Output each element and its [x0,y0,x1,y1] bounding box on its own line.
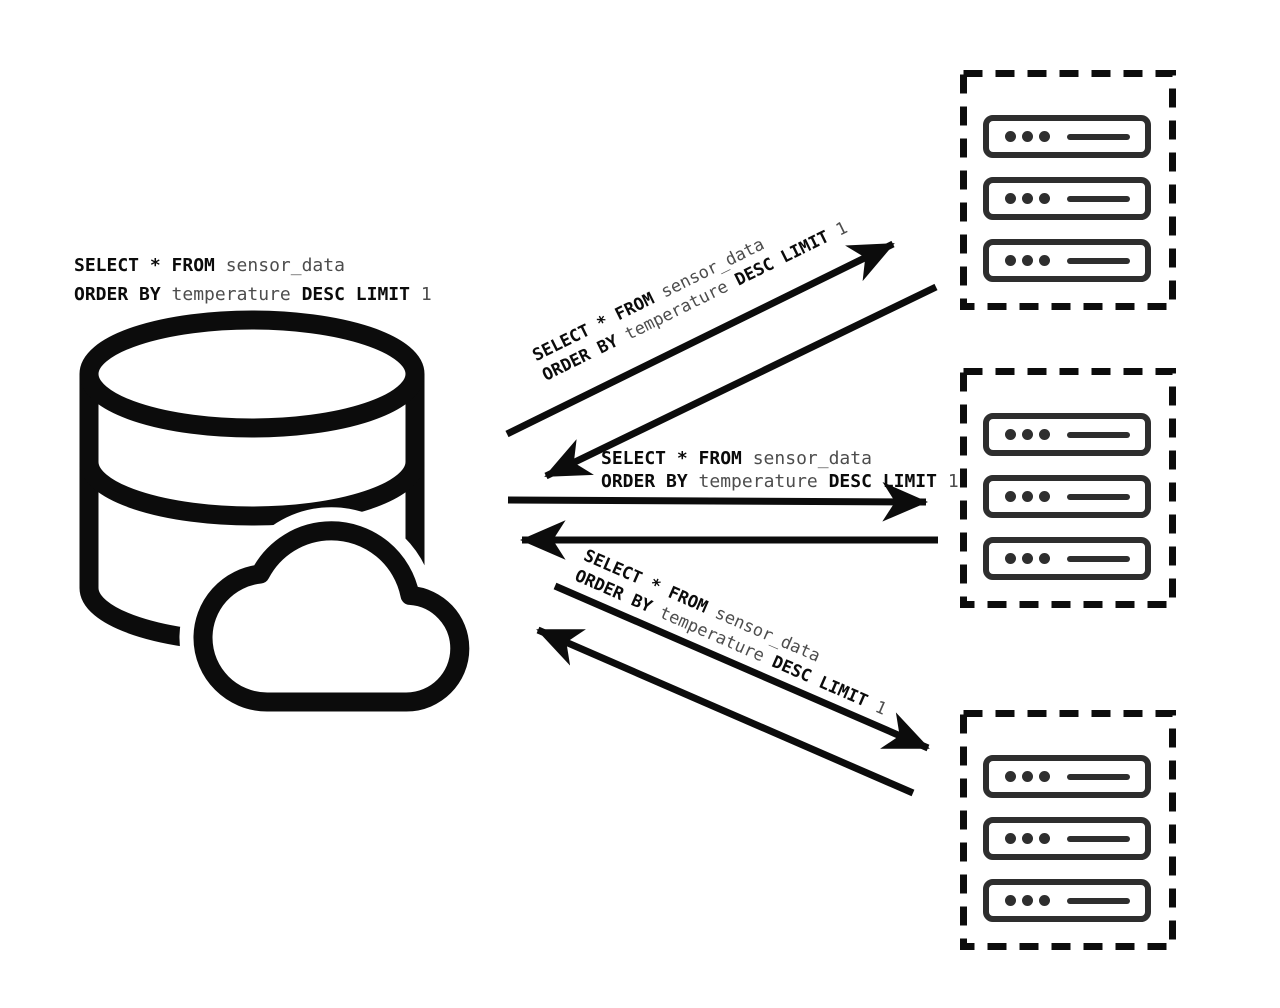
server-unit [983,537,1151,580]
query-line-1: SELECT * FROM sensor_data [74,251,432,280]
led-dot [1039,771,1050,782]
led-dot [1039,429,1050,440]
keyword-select-from: SELECT * FROM [74,255,226,276]
cloud-database-icon [79,310,480,715]
server-leds [1005,895,1050,906]
led-dot [1039,491,1050,502]
dashed-boundary [960,70,1176,310]
drive-slot-line [1067,835,1130,842]
drive-slot-line [1067,773,1130,780]
led-dot [1039,131,1050,142]
server-unit [983,239,1151,282]
led-dot [1022,131,1033,142]
cloud-icon [179,507,480,715]
drive-slot-line [1067,257,1130,264]
query-label-main: SELECT * FROM sensor_data ORDER BY tempe… [74,251,432,309]
drive-slot-line [1067,133,1130,140]
led-dot [1005,771,1016,782]
response-arrow-from-cluster-1 [544,283,938,480]
response-arrow-from-cluster-3 [536,626,915,797]
query-line-1: SELECT * FROM sensor_data [601,447,959,470]
drive-slot-line [1067,555,1130,562]
server-leds [1005,429,1050,440]
query-label-arrow-2: SELECT * FROM sensor_data ORDER BY tempe… [601,447,959,493]
led-dot [1005,429,1016,440]
server-leds [1005,553,1050,564]
keyword-select-from: SELECT * FROM [601,448,753,469]
led-dot [1022,255,1033,266]
led-dot [1005,833,1016,844]
keyword-order-by: ORDER BY [74,284,172,305]
drive-slot-line [1067,897,1130,904]
limit-value: 1 [947,471,959,492]
led-dot [1022,193,1033,204]
server-leds [1005,255,1050,266]
led-dot [1005,255,1016,266]
drive-slot-line [1067,493,1130,500]
drive-slot-line [1067,431,1130,438]
server-leds [1005,131,1050,142]
server-unit [983,817,1151,860]
query-line-2: ORDER BY temperature DESC LIMIT 1 [601,470,959,493]
query-arrow-to-cluster-3 [553,582,930,752]
dashed-boundary [960,368,1176,608]
server-cluster-1 [960,70,1176,310]
column-name: temperature [171,284,302,305]
table-name: sensor_data [752,448,872,469]
server-leds [1005,833,1050,844]
keyword-desc-limit: DESC LIMIT [828,471,948,492]
led-dot [1039,895,1050,906]
database-cylinder-band [79,461,425,526]
server-cluster-2 [960,368,1176,608]
table-name: sensor_data [225,255,345,276]
server-leds [1005,193,1050,204]
led-dot [1005,491,1016,502]
keyword-desc-limit: DESC LIMIT [301,284,421,305]
server-unit [983,755,1151,798]
led-dot [1005,193,1016,204]
led-dot [1022,429,1033,440]
led-dot [1005,131,1016,142]
cloud-outline [193,521,470,712]
database-cylinder-top [79,310,425,438]
led-dot [1005,553,1016,564]
column-name: temperature [698,471,829,492]
server-cluster-3 [960,710,1176,950]
led-dot [1022,553,1033,564]
drive-slot-line [1067,195,1130,202]
server-unit [983,177,1151,220]
limit-value: 1 [420,284,432,305]
query-arrow-to-cluster-2 [507,481,928,522]
server-unit [983,879,1151,922]
query-line-2: ORDER BY temperature DESC LIMIT 1 [74,280,432,309]
server-unit [983,115,1151,158]
led-dot [1022,833,1033,844]
led-dot [1022,895,1033,906]
query-arrow-to-cluster-1 [505,240,895,438]
server-unit [983,413,1151,456]
server-leds [1005,771,1050,782]
led-dot [1039,553,1050,564]
led-dot [1022,491,1033,502]
led-dot [1005,895,1016,906]
server-leds [1005,491,1050,502]
led-dot [1039,833,1050,844]
led-dot [1039,255,1050,266]
dashed-boundary [960,710,1176,950]
led-dot [1039,193,1050,204]
led-dot [1022,771,1033,782]
server-unit [983,475,1151,518]
keyword-order-by: ORDER BY [601,471,699,492]
